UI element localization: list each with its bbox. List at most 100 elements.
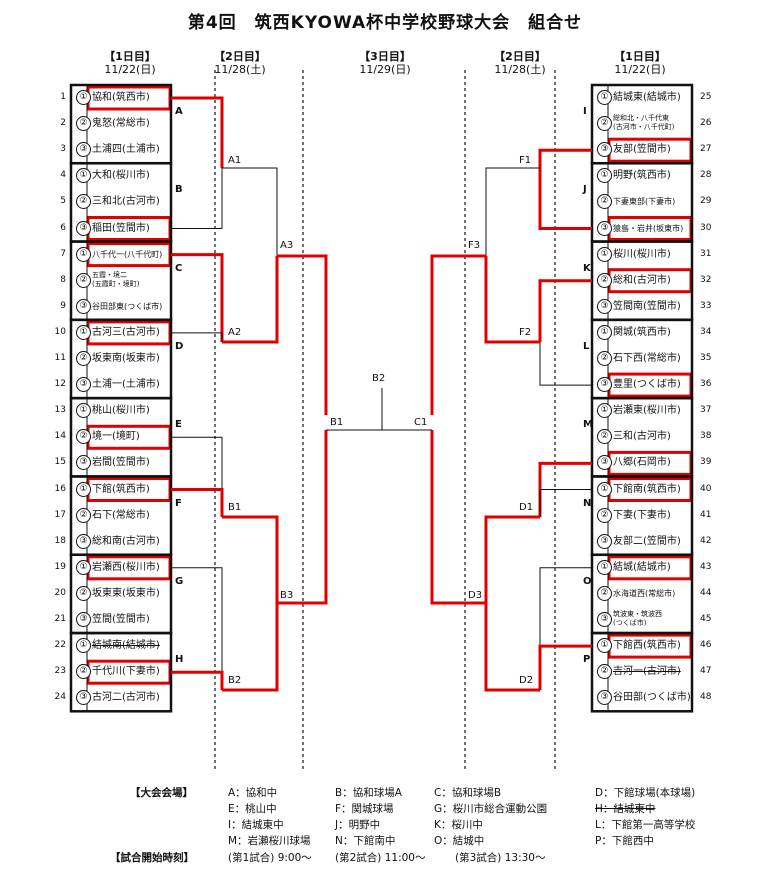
group-label: I — [583, 106, 587, 117]
team-name: 結城南(結城市) — [92, 640, 160, 652]
header-day3: 【3日目】11/29(日) — [359, 50, 411, 76]
team-name-sub: (古河市・八千代町) — [613, 123, 675, 132]
team-name: 鬼怒(常総市) — [92, 118, 150, 130]
team-name: 総和(古河市) — [613, 274, 671, 286]
seed-mark: ③ — [76, 298, 91, 314]
venue-item: J：明野中 — [335, 819, 381, 831]
team-name: 境一(境町) — [92, 431, 140, 443]
group-label: E — [175, 419, 182, 431]
team-number: 5 — [60, 196, 66, 207]
team-name: 友部二(笠間市) — [613, 535, 681, 547]
team-number: 41 — [700, 509, 712, 520]
match-label-a2: A2 — [228, 327, 242, 338]
page-title: 第4回 筑西KYOWA杯中学校野球大会 組合せ — [187, 13, 583, 33]
venue-item: N：下館南中 — [335, 835, 396, 847]
team-name: 協和(筑西市) — [92, 92, 150, 103]
time-2: (第2試合) 11:00～ — [335, 852, 426, 864]
team-name: 岩瀬東(桜川市) — [613, 405, 681, 417]
team-name: 古河三(古河市) — [92, 326, 160, 338]
venue-item: E：桃山中 — [228, 803, 277, 815]
match-label-center-b2: B2 — [372, 373, 386, 384]
team-number: 20 — [54, 587, 66, 598]
team-number: 13 — [54, 405, 66, 416]
team-name-sub: (つくば市) — [613, 619, 647, 627]
venue-item: L：下館第一高等学校 — [595, 819, 696, 831]
team-number: 34 — [700, 326, 712, 337]
team-number: 48 — [700, 692, 712, 703]
group-label: O — [583, 575, 592, 587]
venue-item: F：関城球場 — [335, 803, 394, 815]
seed-mark: ① — [597, 246, 612, 262]
bracket-path — [171, 96, 224, 168]
seed-mark: ② — [597, 194, 612, 210]
seed-mark: ① — [597, 168, 612, 184]
team-number: 17 — [54, 509, 66, 520]
match-label-c1: C1 — [414, 417, 428, 428]
team-number: 29 — [700, 196, 712, 207]
seed-mark: ① — [76, 246, 91, 262]
bracket-path — [222, 603, 279, 692]
group-label: G — [175, 575, 184, 587]
team-name: 笠間南(笠間市) — [613, 300, 681, 312]
seed-mark: ① — [597, 481, 612, 497]
bracket-path — [171, 567, 223, 690]
group-label: B — [175, 184, 183, 196]
team-number: 15 — [54, 457, 66, 468]
team-name: 下館(筑西市) — [92, 483, 150, 495]
seed-mark: ③ — [76, 612, 91, 627]
header-day1-right: 【1日目】11/22(日) — [614, 50, 666, 76]
team-number: 6 — [60, 222, 66, 233]
seed-mark: ② — [76, 429, 91, 445]
team-name: 岩瀬西(桜川市) — [92, 561, 160, 573]
team-number: 12 — [54, 379, 66, 390]
team-name: 石下(常総市) — [92, 509, 150, 521]
seed-mark: ① — [76, 168, 91, 184]
match-label-f3: F3 — [468, 240, 481, 251]
seed-mark: ② — [76, 585, 91, 601]
team-number: 45 — [700, 614, 712, 624]
seed-mark: ③ — [597, 690, 612, 706]
venue-item: K：桜川中 — [434, 819, 483, 831]
team-name: 結城東(結城市) — [613, 92, 681, 103]
team-number: 37 — [700, 405, 712, 416]
group-label: K — [583, 262, 591, 274]
team-number: 19 — [54, 561, 66, 572]
bracket-path — [171, 670, 224, 690]
team-number: 46 — [700, 640, 712, 651]
team-name: 三和北(古河市) — [92, 196, 160, 208]
seed-mark: ① — [597, 403, 612, 419]
team-number: 1 — [60, 92, 66, 102]
team-number: 26 — [700, 118, 712, 129]
team-name: 坂東東(坂東市) — [92, 587, 160, 599]
team-number: 47 — [700, 666, 712, 677]
team-name: 五霞・境二 — [92, 270, 127, 279]
team-number: 10 — [54, 326, 66, 337]
team-number: 33 — [700, 300, 712, 311]
team-number: 2 — [60, 118, 66, 129]
seed-mark: ③ — [76, 690, 91, 706]
bracket-path — [539, 342, 592, 386]
bracket-path — [277, 254, 328, 415]
seed-mark: ① — [597, 638, 612, 654]
team-name: 土浦一(土浦市) — [92, 379, 160, 391]
seed-mark: ② — [597, 585, 612, 601]
bracket-path — [538, 644, 592, 690]
seed-mark: ② — [597, 664, 612, 680]
match-label-d3: D3 — [468, 590, 483, 601]
seed-mark: ② — [76, 351, 91, 366]
header-day2-right: 【2日目】11/28(土) — [494, 50, 546, 76]
group-label: C — [175, 262, 183, 274]
match-label-d2: D2 — [519, 675, 534, 686]
team-name: 三和(古河市) — [613, 431, 671, 443]
team-number: 9 — [60, 300, 66, 311]
team-name: 友部(笠間市) — [613, 144, 671, 156]
seed-mark: ② — [76, 664, 91, 680]
bracket-path — [222, 515, 279, 603]
team-name: 大和(桜川市) — [92, 170, 150, 182]
group-label: N — [583, 497, 592, 509]
match-label-a3: A3 — [280, 240, 294, 251]
seed-mark: ① — [76, 559, 91, 575]
team-number: 18 — [54, 535, 66, 546]
team-number: 22 — [54, 640, 66, 651]
bracket-path — [484, 515, 540, 603]
